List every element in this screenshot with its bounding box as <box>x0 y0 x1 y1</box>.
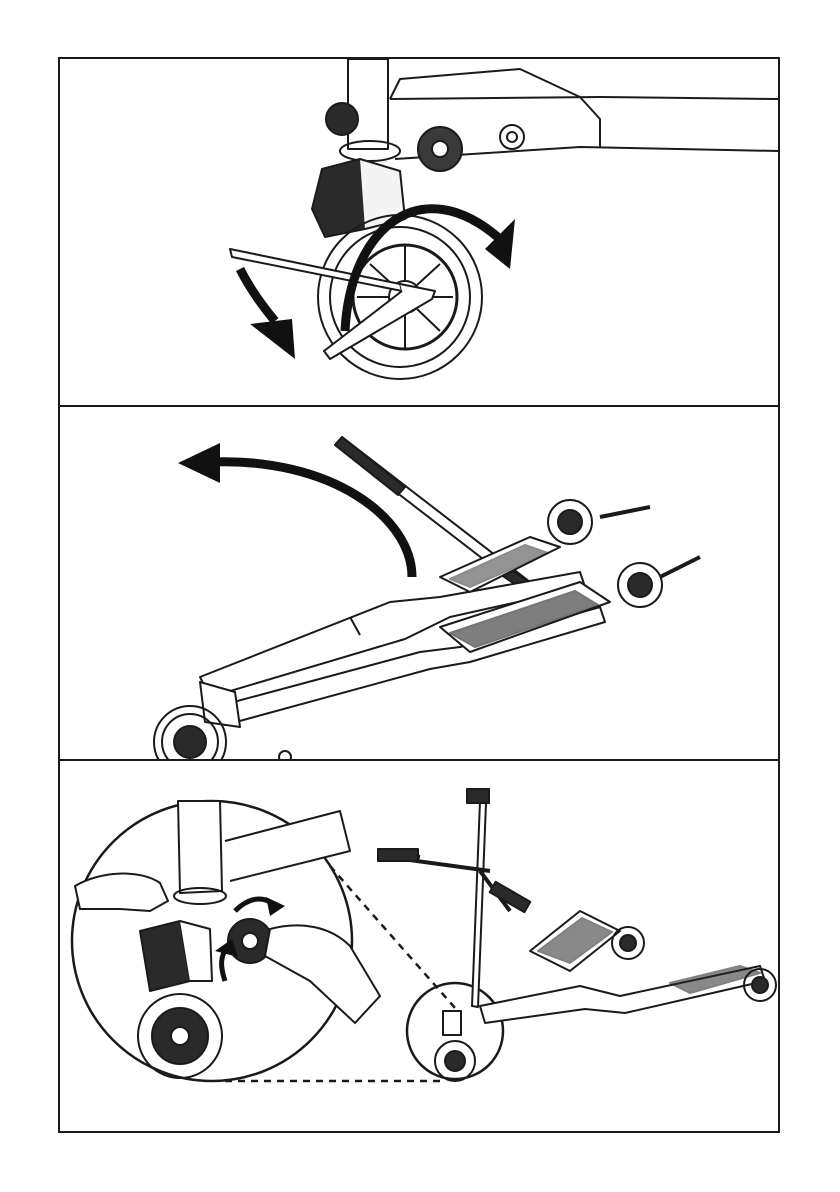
step-3-panel <box>60 761 778 1131</box>
step-3-illustration <box>60 761 778 1131</box>
step-2-illustration <box>60 407 778 759</box>
instruction-frame <box>58 57 780 1133</box>
curved-arrow-icon <box>240 269 295 359</box>
step-1-illustration <box>60 59 778 405</box>
step-1-panel <box>60 59 778 407</box>
step-2-panel <box>60 407 778 761</box>
